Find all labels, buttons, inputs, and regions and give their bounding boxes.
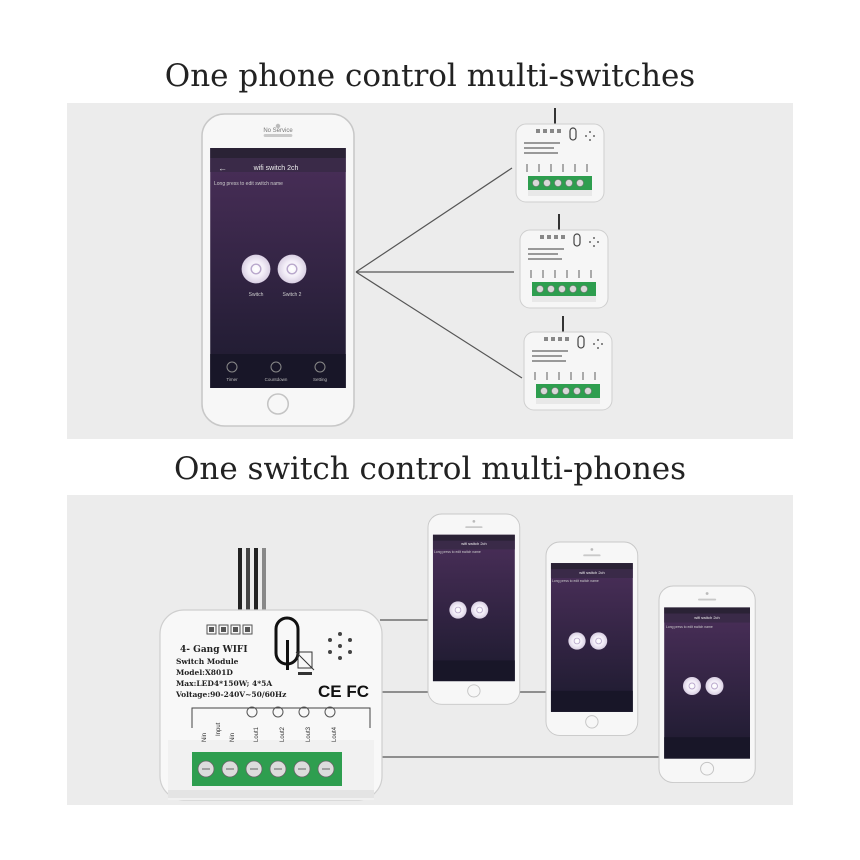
phone-4-hint: Long press to edit switch name <box>666 625 713 629</box>
terminal-label-3: Nin <box>230 733 236 742</box>
module-certs: CE FC <box>318 682 369 701</box>
svg-text:←: ← <box>218 163 227 173</box>
module-small-3 <box>523 315 613 411</box>
module-name: 4- Gang WIFI <box>180 645 248 655</box>
main-phone-ui: No Service wifi switch 2ch ← Long press … <box>214 128 327 382</box>
nav-setting: Setting <box>313 377 328 382</box>
panel-top <box>67 103 793 439</box>
module-line3: Max:LED4*150W; 4*5A <box>176 679 272 688</box>
terminal-label-4: Lout1 <box>254 726 260 742</box>
module-small-1 <box>515 107 605 203</box>
module-line2: Model:X801D <box>176 668 233 677</box>
switch1-label: Switch <box>249 292 264 298</box>
phone-3-hint: Long press to edit switch name <box>552 579 599 583</box>
phone-4-title: wifi switch 2ch <box>694 615 720 620</box>
carrier-label: No Service <box>263 128 293 134</box>
timer-icon <box>226 361 238 373</box>
big-switch-module: 4- Gang WIFI Switch Module Model:X801D M… <box>159 548 383 801</box>
phone-2-hint: Long press to edit switch name <box>434 550 481 554</box>
module-line4: Voltage:90-240V~50/60Hz <box>175 690 286 699</box>
terminal-label-1: Nin <box>202 733 208 742</box>
heading-top: One phone control multi-switches <box>164 58 696 94</box>
setting-icon <box>314 361 326 373</box>
module-small-2 <box>519 213 609 309</box>
module-line1: Switch Module <box>176 657 239 666</box>
switch2-label: Switch 2 <box>283 292 302 298</box>
terminal-label-2: Input <box>216 722 222 736</box>
connection-lines-top <box>355 167 523 379</box>
phone-3-title: wifi switch 2ch <box>579 570 605 575</box>
terminal-label-6: Lout3 <box>306 726 312 742</box>
app-title: wifi switch 2ch <box>253 165 299 172</box>
nav-timer: Timer <box>226 377 238 382</box>
app-hint: Long press to edit switch name <box>214 181 283 187</box>
phone-2-title: wifi switch 2ch <box>461 541 487 546</box>
nav-countdown: Countdown <box>265 377 288 382</box>
terminal-label-5: Lout2 <box>280 726 286 742</box>
terminal-label-7: Lout4 <box>332 726 338 742</box>
countdown-icon <box>270 361 282 373</box>
heading-bottom: One switch control multi-phones <box>173 451 687 487</box>
